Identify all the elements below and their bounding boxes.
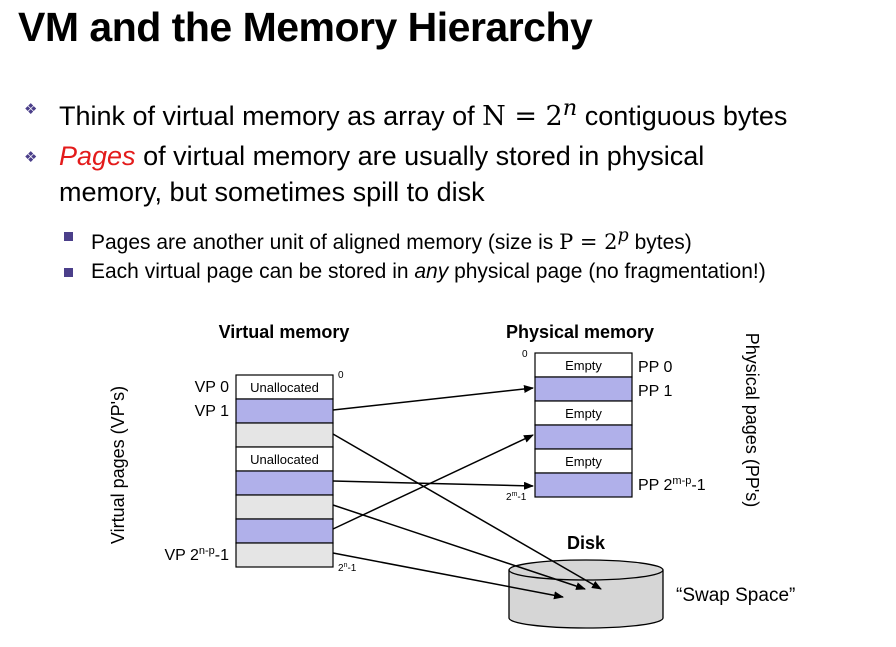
vm-cell	[235, 398, 334, 424]
page-mapping-arrows	[332, 385, 602, 600]
pm-start-address: 0	[522, 349, 528, 360]
arrow-vp5-to-disk	[332, 504, 586, 590]
physical-pages-axis-label: Physical pages (PP's)	[742, 333, 762, 508]
disk-cylinder-icon	[508, 559, 664, 629]
pm-cell	[534, 424, 633, 450]
pp1-label: PP 1	[638, 383, 673, 400]
pm-cell-label: Empty	[565, 454, 602, 469]
vm-cell	[235, 494, 334, 520]
vm-cell-label: Unallocated	[250, 452, 319, 467]
bullet-diamond-icon: ❖	[24, 149, 38, 166]
arrow-vp4-to-pplast	[332, 480, 534, 490]
pp0-label: PP 0	[638, 359, 673, 376]
disk-title: Disk	[567, 533, 606, 553]
swap-space-label: “Swap Space”	[676, 585, 795, 606]
vp1-label: VP 1	[195, 403, 230, 420]
subbullet-any-page: Each virtual page can be stored in any p…	[91, 260, 766, 283]
vm-end-address: 2n-1	[338, 562, 357, 574]
pm-cell	[534, 352, 633, 378]
vm-cell-label: Unallocated	[250, 380, 319, 395]
bullet-text: memory, but sometimes spill to disk	[59, 177, 485, 207]
virtual-pages-axis-label: Virtual pages (VP's)	[108, 386, 128, 544]
vm-cell	[235, 542, 334, 568]
pp-last-label: PP 2m-p-1	[638, 475, 706, 494]
square-bullet-icon	[64, 268, 73, 277]
vp0-label: VP 0	[195, 379, 230, 396]
pm-end-address: 2m-1	[506, 491, 527, 503]
bullet-pages: Pages of virtual memory are usually stor…	[59, 138, 704, 210]
math-expression: N = 2n	[482, 95, 578, 132]
arrow-vp6-to-pp3	[332, 434, 534, 530]
vm-cell	[235, 422, 334, 448]
bullet-text: of virtual memory are usually stored in …	[135, 141, 705, 171]
pm-cell	[534, 376, 633, 402]
arrow-vp2-to-disk	[332, 433, 602, 590]
bullet-text: contiguous bytes	[577, 101, 788, 131]
subbullet-page-size: Pages are another unit of aligned memory…	[91, 226, 692, 254]
vp-last-label: VP 2n-p-1	[164, 545, 229, 564]
square-bullet-icon	[64, 232, 73, 241]
bullet-text: Think of virtual memory as array of	[59, 101, 483, 131]
vm-cell	[235, 446, 334, 472]
pm-cell	[534, 472, 633, 498]
pm-cell	[534, 400, 633, 426]
vm-cell	[235, 470, 334, 496]
physical-memory-title: Physical memory	[506, 322, 654, 342]
pm-cell-label: Empty	[565, 358, 602, 373]
pm-cell-label: Empty	[565, 406, 602, 421]
virtual-memory-title: Virtual memory	[219, 322, 350, 342]
slide-title: VM and the Memory Hierarchy	[18, 4, 593, 50]
vm-cell	[235, 518, 334, 544]
bullet-diamond-icon: ❖	[24, 101, 38, 118]
vm-start-address: 0	[338, 370, 344, 381]
pages-emphasis: Pages	[59, 141, 136, 171]
bullet-virtual-memory-array: Think of virtual memory as array of N = …	[59, 90, 787, 135]
arrow-vplast-to-disk	[332, 552, 564, 600]
arrow-vp1-to-pp1	[332, 385, 534, 411]
